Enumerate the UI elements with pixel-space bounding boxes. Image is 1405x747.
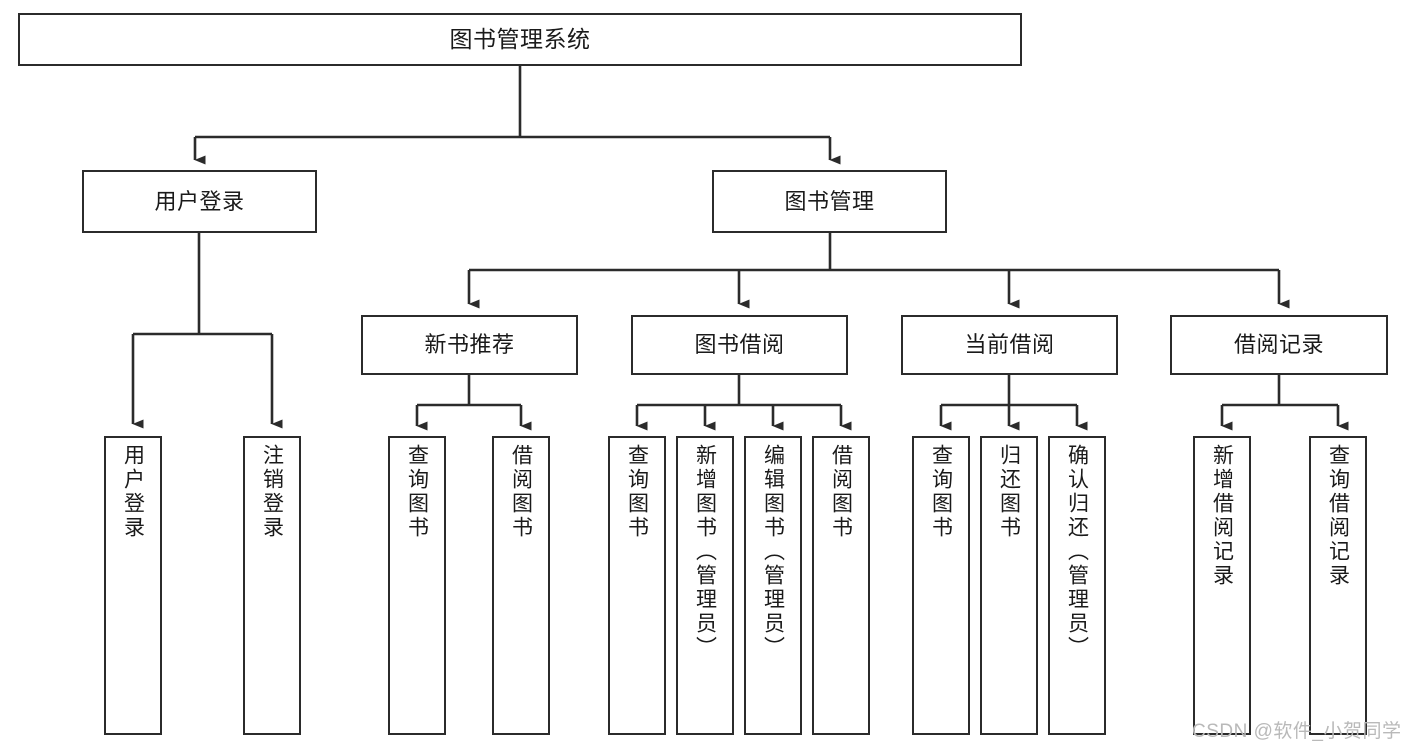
node-leaf-borrow-book-1-label: 借阅图书 — [509, 444, 533, 540]
node-leaf-query-record-label: 查询借阅记录 — [1326, 444, 1350, 588]
node-user-login-label: 用户登录 — [154, 188, 245, 214]
csdn-watermark: CSDN @软件_小贺同学 — [1192, 721, 1402, 742]
node-current-borrow[interactable]: 当前借阅 — [901, 315, 1118, 375]
node-leaf-query-book-1-label: 查询图书 — [405, 444, 429, 540]
node-leaf-confirm-return[interactable]: 确认归还（管理员） — [1048, 436, 1106, 735]
node-book-manage[interactable]: 图书管理 — [712, 170, 947, 233]
node-leaf-query-book-3[interactable]: 查询图书 — [912, 436, 970, 735]
node-new-book-rec-label: 新书推荐 — [424, 332, 515, 358]
node-leaf-query-book-2[interactable]: 查询图书 — [608, 436, 666, 735]
node-book-borrow-label: 图书借阅 — [694, 332, 785, 358]
node-user-login[interactable]: 用户登录 — [82, 170, 317, 233]
node-leaf-query-book-3-label: 查询图书 — [929, 444, 953, 540]
node-borrow-record[interactable]: 借阅记录 — [1170, 315, 1388, 375]
node-leaf-logout[interactable]: 注销登录 — [243, 436, 301, 735]
node-new-book-rec[interactable]: 新书推荐 — [361, 315, 578, 375]
node-root[interactable]: 图书管理系统 — [18, 13, 1022, 66]
node-leaf-add-record-label: 新增借阅记录 — [1210, 444, 1234, 588]
node-leaf-add-book-label: 新增图书（管理员） — [693, 444, 717, 660]
node-leaf-return-book[interactable]: 归还图书 — [980, 436, 1038, 735]
node-leaf-borrow-book-2-label: 借阅图书 — [829, 444, 853, 540]
node-root-label: 图书管理系统 — [449, 26, 591, 53]
node-leaf-borrow-book-2[interactable]: 借阅图书 — [812, 436, 870, 735]
node-leaf-confirm-return-label: 确认归还（管理员） — [1065, 444, 1089, 660]
node-leaf-user-login[interactable]: 用户登录 — [104, 436, 162, 735]
node-borrow-record-label: 借阅记录 — [1233, 332, 1324, 358]
node-leaf-edit-book[interactable]: 编辑图书（管理员） — [744, 436, 802, 735]
node-leaf-user-login-label: 用户登录 — [121, 444, 145, 540]
node-leaf-return-book-label: 归还图书 — [997, 444, 1021, 540]
node-leaf-logout-label: 注销登录 — [260, 444, 284, 540]
node-book-manage-label: 图书管理 — [784, 188, 875, 214]
node-current-borrow-label: 当前借阅 — [964, 332, 1055, 358]
node-leaf-add-record[interactable]: 新增借阅记录 — [1193, 436, 1251, 735]
node-book-borrow[interactable]: 图书借阅 — [631, 315, 848, 375]
node-leaf-query-record[interactable]: 查询借阅记录 — [1309, 436, 1367, 735]
node-leaf-add-book[interactable]: 新增图书（管理员） — [676, 436, 734, 735]
node-leaf-edit-book-label: 编辑图书（管理员） — [761, 444, 785, 660]
node-leaf-query-book-1[interactable]: 查询图书 — [388, 436, 446, 735]
node-leaf-borrow-book-1[interactable]: 借阅图书 — [492, 436, 550, 735]
node-leaf-query-book-2-label: 查询图书 — [625, 444, 649, 540]
